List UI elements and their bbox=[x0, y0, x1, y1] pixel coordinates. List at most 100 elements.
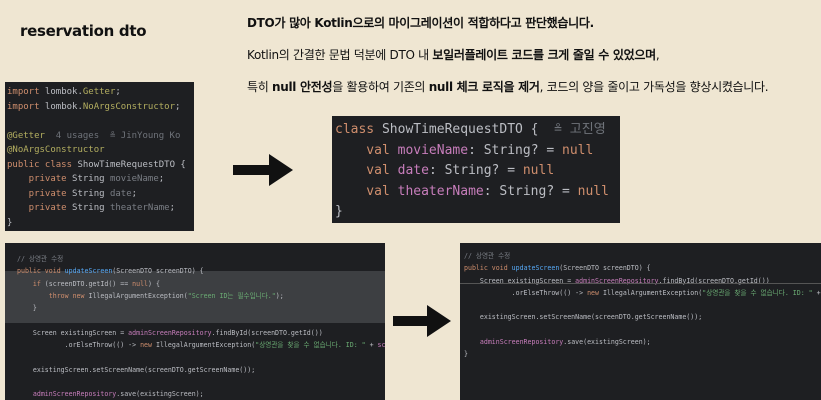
code-token: : String? = bbox=[428, 163, 523, 178]
code-token: existingScreen.setScreenName(screenDTO.g… bbox=[17, 365, 256, 374]
code-token: val bbox=[335, 183, 390, 199]
code-line: import lombok.NoArgsConstructor; bbox=[7, 100, 194, 115]
kotlin-dto-code: class ShowTimeRequestDTO { ≗ 고진영 val mov… bbox=[332, 116, 620, 223]
code-token: new bbox=[587, 288, 599, 297]
code-token: scr bbox=[377, 341, 385, 350]
code-line: adminScreenRepository.save(existingScree… bbox=[464, 336, 821, 348]
code-token: val bbox=[335, 142, 390, 158]
code-token: } bbox=[464, 350, 468, 359]
code-token: (ScreenDTO screenDTO) { bbox=[559, 264, 651, 273]
code-token: Getter bbox=[82, 87, 116, 97]
code-token: adminScreenRepository bbox=[575, 276, 659, 285]
code-token: date bbox=[109, 188, 132, 199]
code-token: .orElseThrow(() -> bbox=[464, 288, 588, 297]
code-token: ; bbox=[131, 188, 138, 199]
java-dto-code: import lombok.Getter;import lombok.NoArg… bbox=[5, 82, 194, 231]
code-token: import bbox=[7, 87, 40, 97]
code-token: theaterName bbox=[109, 203, 170, 213]
arrow-right-icon bbox=[393, 305, 451, 337]
code-line: import lombok.Getter; bbox=[7, 85, 194, 100]
code-token: Screen existingScreen = bbox=[17, 328, 129, 337]
code-token: .save(existingScreen); bbox=[563, 338, 651, 347]
code-line: val date: String? = null bbox=[335, 161, 618, 182]
code-token: + bbox=[365, 341, 378, 350]
code-token: (screenDTO.getId() == bbox=[40, 279, 133, 288]
code-token: class bbox=[335, 122, 375, 137]
code-token: } bbox=[335, 204, 343, 219]
code-line: } bbox=[7, 216, 194, 231]
code-token: public void bbox=[464, 264, 508, 273]
code-token: ); bbox=[275, 291, 284, 300]
code-token: ShowTimeRequestDTO { bbox=[72, 159, 186, 170]
code-token: "상영관을 찾을 수 없습니다. ID: " bbox=[702, 288, 813, 297]
code-line: existingScreen.setScreenName(screenDTO.g… bbox=[17, 364, 385, 376]
code-token: + bbox=[816, 288, 821, 297]
code-line: private String movieName; bbox=[7, 172, 194, 187]
code-token: ≗ 고진영 bbox=[554, 122, 606, 137]
code-token: ; bbox=[169, 203, 175, 213]
arrow-right-icon bbox=[233, 154, 293, 186]
emphasis: 보일러플레이트 코드를 크게 줄일 수 있었으며 bbox=[432, 48, 656, 62]
code-line: private String theaterName; bbox=[7, 201, 194, 216]
code-token: lombok. bbox=[39, 101, 83, 112]
code-token: lombok. bbox=[39, 87, 83, 97]
code-token: .findById(screenDTO.getId()) bbox=[658, 276, 770, 285]
code-line bbox=[464, 299, 821, 311]
code-token: : String? = bbox=[468, 142, 562, 158]
code-line: Screen existingScreen = adminScreenRepos… bbox=[17, 327, 385, 339]
code-token: ShowTimeRequestDTO { bbox=[374, 122, 555, 137]
emphasis: null 안전성 bbox=[272, 80, 333, 94]
code-token: theaterName bbox=[397, 183, 484, 199]
code-token bbox=[390, 143, 398, 158]
code-token: : String? = bbox=[483, 183, 578, 199]
code-line: val movieName: String? = null bbox=[335, 141, 618, 162]
code-token: IllegalArgumentException( bbox=[599, 288, 703, 297]
paragraph-2: Kotlin의 간결한 문법 덕분에 DTO 내 보일러플레이트 코드를 크게 … bbox=[247, 46, 660, 63]
code-token bbox=[390, 163, 398, 178]
code-line: // 상영관 수정 bbox=[17, 253, 385, 265]
code-line: } bbox=[335, 202, 618, 223]
code-line: @NoArgsConstructor bbox=[7, 143, 194, 158]
code-token: ; bbox=[158, 174, 165, 184]
text: 을 활용하여 기존의 bbox=[332, 80, 429, 94]
code-token: new bbox=[140, 341, 152, 350]
divider bbox=[460, 283, 821, 284]
code-token: String bbox=[66, 188, 110, 199]
code-line: @Getter 4 usages ≗ JinYoung Ko bbox=[7, 129, 194, 144]
code-line: .orElseThrow(() -> new IllegalArgumentEx… bbox=[464, 287, 821, 299]
code-line: class ShowTimeRequestDTO { ≗ 고진영 bbox=[335, 120, 618, 141]
code-token bbox=[390, 184, 398, 199]
code-line: } bbox=[17, 302, 385, 314]
emphasis: null 체크 로직을 제거 bbox=[428, 80, 540, 94]
code-token: } bbox=[17, 304, 37, 313]
text: , bbox=[655, 48, 660, 62]
code-token: String bbox=[66, 203, 110, 213]
code-token: ; bbox=[115, 87, 121, 97]
removed-null-check-highlight bbox=[5, 271, 385, 323]
code-line: if (screenDTO.getId() == null) { bbox=[17, 278, 385, 290]
code-line: throw new IllegalArgumentException("Scre… bbox=[17, 290, 385, 302]
text: Kotlin의 간결한 문법 덕분에 DTO 내 bbox=[247, 48, 433, 62]
code-token: date bbox=[397, 163, 429, 178]
code-token: movieName bbox=[397, 142, 469, 158]
code-token: .orElseThrow(() -> bbox=[17, 341, 141, 350]
code-token: // 상영관 수정 bbox=[17, 255, 64, 263]
code-line: Screen existingScreen = adminScreenRepos… bbox=[464, 275, 821, 287]
code-token: null bbox=[562, 142, 594, 158]
code-token: adminScreenRepository bbox=[32, 390, 117, 399]
code-line: .orElseThrow(() -> new IllegalArgumentEx… bbox=[17, 339, 385, 351]
paragraph-3: 특히 null 안전성을 활용하여 기존의 null 체크 로직을 제거, 코드… bbox=[247, 78, 769, 95]
code-token: movieName bbox=[109, 174, 159, 184]
code-token: @Getter bbox=[7, 130, 45, 141]
code-token: } bbox=[7, 217, 13, 228]
code-line: } bbox=[464, 348, 821, 360]
code-token: null bbox=[132, 279, 149, 288]
code-line bbox=[17, 376, 385, 388]
code-token: "Screen ID는 필수입니다." bbox=[187, 291, 276, 300]
code-token: // 상영관 수정 bbox=[464, 252, 511, 260]
code-token: @NoArgsConstructor bbox=[7, 145, 105, 155]
code-token: NoArgsConstructor bbox=[82, 101, 175, 112]
code-token: String bbox=[66, 174, 110, 184]
